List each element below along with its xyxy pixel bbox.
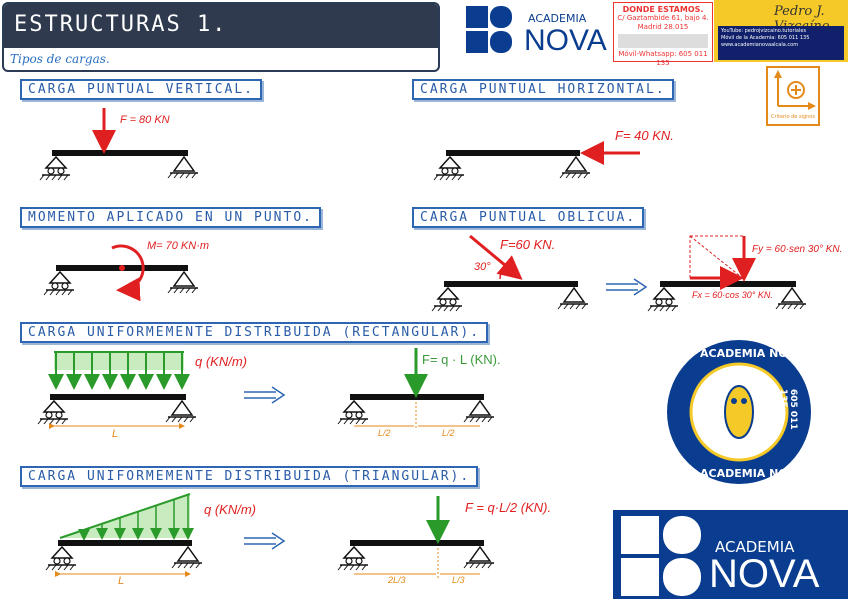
diagram-horizontal [433,141,640,181]
label-L2-b: L/2 [442,428,455,438]
academia-nova-logo: ACADEMIA NOVA [466,4,611,58]
web-line: www.academianovaalcala.com [721,42,799,48]
page-title: ESTRUCTURAS 1. [14,12,228,37]
badge-left-text: 605 011 135 [658,378,669,442]
label-L3: L/3 [452,575,465,585]
sign-criterion-stamp: Criterio de signos [766,66,820,126]
label-fy: Fy = 60·sen 30° KN. [752,244,843,255]
diagram-oblique [431,234,807,312]
logo-word-academia: ACADEMIA [528,12,587,25]
location-address-2: Madrid 28.015 [637,23,689,31]
location-whatsapp: Móvil-Whatsapp: 605 011 135 [618,50,708,67]
academia-nova-logo-large: ACADEMIA NOVA [613,510,848,599]
label-fql: F= q · L (KN). [422,352,501,367]
axes-icon [774,70,816,110]
label-angle-30: 30° [474,261,491,273]
youtube-line: YouTube: pedrojvizcaino.tutoriales [721,28,807,34]
title-bar [4,4,438,48]
label-2L3: 2L/3 [388,575,406,585]
label-fx: Fx = 60·cos 30° KN. [692,290,773,300]
diagram-moment [43,244,199,302]
section-triangular: CARGA UNIFORMEMENTE DISTRIBUIDA (TRIANGU… [20,466,479,487]
map-image [618,34,708,48]
label-f40: F= 40 KN. [615,128,674,143]
section-oblicua: CARGA PUNTUAL OBLICUA. [412,207,645,228]
diagram-vertical [39,108,199,181]
label-L-tri: L [118,575,125,587]
location-address-1: C/ Gaztambide 61, bajo 4. [617,14,709,22]
diagram-rectangular [37,348,495,430]
page-subtitle: Tipos de cargas. [10,52,110,66]
section-momento: MOMENTO APLICADO EN UN PUNTO. [20,207,321,228]
logo-large-nova: NOVA [709,552,820,596]
logo-mark [466,6,512,53]
badge-bottom-text: ACADEMIA NOVA [700,467,804,480]
label-q-rect: q (KN/m) [195,354,247,369]
label-f60: F=60 KN. [500,237,556,252]
label-fql2: F = q·L/2 (KN). [465,500,552,515]
stamp-label: Criterio de signos [771,114,815,120]
logo-word-nova: NOVA [524,24,607,57]
logo-mark-large [621,516,701,596]
academy-badge: ACADEMIA NOVA ACADEMIA NOVA 605 011 135 … [658,333,814,491]
location-box: DONDE ESTAMOS. C/ Gaztambide 61, bajo 4.… [613,2,713,67]
label-q-tri: q (KN/m) [204,502,256,517]
label-L2-a: L/2 [378,428,391,438]
location-title: DONDE ESTAMOS. [622,5,704,14]
section-rectangular: CARGA UNIFORMEMENTE DISTRIBUIDA (RECTANG… [20,322,489,343]
section-vertical: CARGA PUNTUAL VERTICAL. [20,79,263,100]
phone-line: Móvil de la Academia: 605 011 135 [721,35,810,41]
section-horizontal: CARGA PUNTUAL HORIZONTAL. [412,79,674,100]
label-f80: F = 80 KN [120,114,170,126]
badge-emblem [667,340,811,484]
logo-large-academia: ACADEMIA [715,538,795,556]
title-panel: ESTRUCTURAS 1. Tipos de cargas. [2,2,440,72]
label-L-rect: L [112,428,119,440]
social-box: Pedro J. Vizcaíno YouTube: pedrojvizcain… [714,0,848,62]
label-m70: M= 70 KN·m [147,240,210,252]
diagram-triangular [45,493,495,578]
badge-top-text: ACADEMIA NOVA [700,347,804,360]
social-info: YouTube: pedrojvizcaino.tutoriales Móvil… [718,26,844,60]
badge-right-text: 605 011 135 [778,389,798,430]
